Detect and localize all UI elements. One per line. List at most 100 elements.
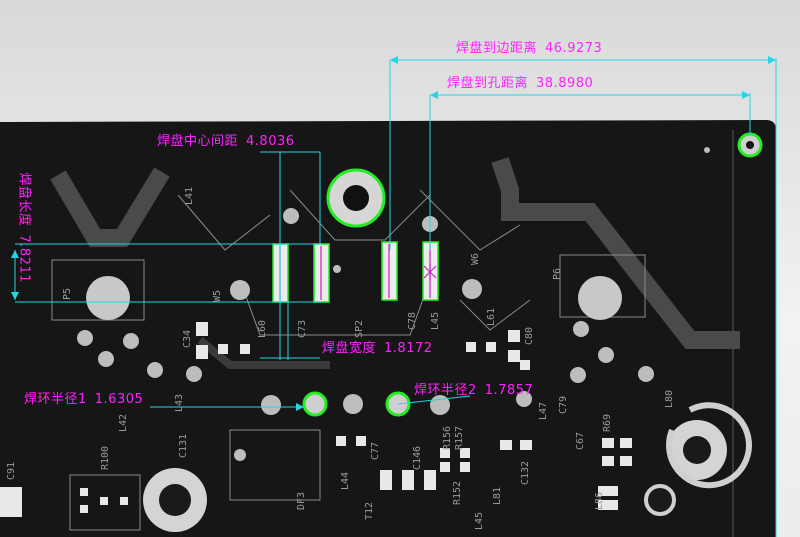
silk-outline-center [239,279,431,336]
silk-label: L41 [184,187,195,205]
measure-value: 38.8980 [536,76,594,91]
silk-label: L86 [594,492,605,510]
smd-pad [218,344,228,354]
via [462,279,482,299]
silk-label: L61 [486,308,497,326]
dim-arrow [296,403,304,411]
silk-label: L45 [430,312,441,330]
silk-label: L80 [664,390,675,408]
copper-trace-right [491,157,740,349]
dim-arrow [11,250,19,258]
measure-value: 1.8172 [384,341,433,356]
silk-label: L81 [492,487,503,505]
smd-pad [520,360,530,370]
via [333,265,341,273]
via [123,333,139,349]
hole-bottom-center [644,484,676,516]
silk-label: SP2 [354,320,365,338]
smd-pad [602,456,614,466]
via [704,147,710,153]
silk-label: C73 [297,320,308,338]
silk-label: L47 [538,402,549,420]
measure-label: 焊盘到孔距离 [447,76,529,91]
silk-outline-l61 [459,299,531,331]
smd-pad [0,487,22,517]
dim-arrow [11,292,19,300]
measure-pad-length: 焊盘长度 7.8211 [16,172,32,333]
smd-pad [602,438,614,448]
via [570,367,586,383]
via [186,366,202,382]
silk-label: R100 [100,446,111,470]
silk-outline-right [419,189,521,251]
smd-pad [120,497,128,505]
smd-pad [620,438,632,448]
measure-pad-to-hole: 焊盘到孔距离 38.8980 [447,77,593,90]
silk-label: R156 [442,426,453,450]
silk-label: C79 [558,396,569,414]
smd-pad [508,350,520,362]
silk-label: P6 [552,268,563,280]
hole-bottom-right-inner [683,436,711,464]
silk-outline-l41 [177,194,271,251]
measure-value: 4.8036 [246,134,295,149]
smd-pad [460,462,470,472]
measure-value: 7.8211 [16,234,32,284]
smd-pad [196,322,208,336]
via [230,280,250,300]
silk-label: C91 [6,462,17,480]
via [638,366,654,382]
silk-label: L60 [257,320,268,338]
smd-pad [508,330,520,342]
smd-pad [500,440,512,450]
hole-p5 [86,276,130,320]
via [147,362,163,378]
dim-arrow [390,56,398,64]
silk-label: W5 [212,290,223,302]
silk-label: T12 [364,502,375,520]
via [573,321,589,337]
smd-pad [196,345,208,359]
silk-label: C78 [407,312,418,330]
smd-pad [440,462,450,472]
reference-hole-inner [746,141,754,149]
silk-label: DF3 [296,492,307,510]
smd-pad [336,436,346,446]
via [430,395,450,415]
hole-bottom-left-inner [159,484,191,516]
silk-outline-sp2 [289,189,431,241]
smd-pad [100,497,108,505]
silk-label: C132 [520,461,531,485]
smd-pad [80,505,88,513]
smd-pad [620,456,632,466]
via [261,395,281,415]
silk-label: C80 [524,327,535,345]
smd-pad [598,486,618,496]
hole-bottom-right-arc [666,402,752,489]
silk-label: R69 [602,414,613,432]
hole-p6 [578,276,622,320]
smd-pad [380,470,392,490]
pcb-board [0,120,776,537]
smd-pad [356,436,366,446]
ring-hole-1 [302,391,328,417]
via [98,351,114,367]
measure-label: 焊环半径1 [24,392,87,407]
smd-pad [440,448,450,458]
via [234,449,246,461]
dim-ring2-line [397,395,471,405]
copper-trace-mid [197,336,330,369]
silk-label: R157 [454,426,465,450]
measure-value: 1.7857 [484,383,534,398]
smd-pad [460,448,470,458]
measure-value: 46.9273 [545,41,603,56]
copper-trace-left [50,167,170,247]
measure-label: 焊盘长度 [16,172,32,227]
silk-label: L44 [340,472,351,490]
